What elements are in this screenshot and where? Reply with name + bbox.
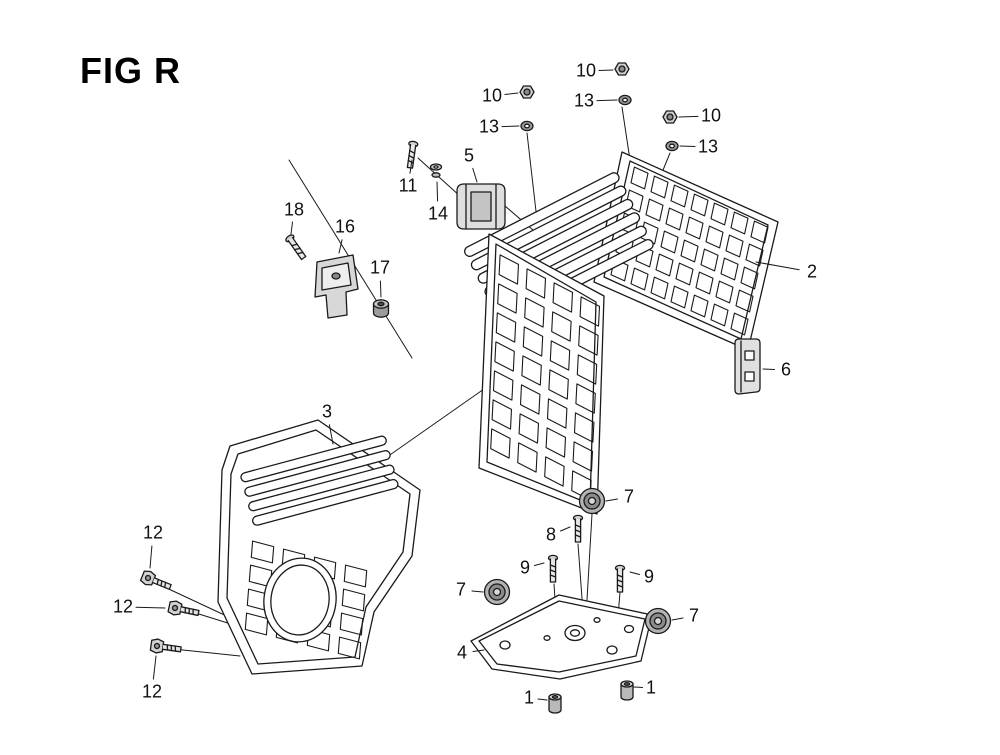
part-callout-13: 13 (573, 90, 595, 111)
part-callout-7: 7 (623, 486, 635, 507)
part-callout-5: 5 (463, 145, 475, 166)
part-callout-7: 7 (455, 579, 467, 600)
part-callout-11: 11 (398, 175, 418, 196)
part-grommet-17 (372, 299, 390, 318)
part-callout-3: 3 (321, 401, 333, 422)
part-bracket-6 (734, 338, 761, 395)
part-callout-16: 16 (334, 216, 356, 237)
part-callout-10: 10 (700, 105, 722, 126)
part-callout-1: 1 (523, 687, 535, 708)
part-callout-12: 12 (141, 681, 163, 702)
part-callout-18: 18 (283, 199, 305, 220)
part-callout-1: 1 (645, 677, 657, 698)
part-callout-6: 6 (780, 359, 792, 380)
part-callout-9: 9 (519, 557, 531, 578)
part-callout-13: 13 (697, 136, 719, 157)
part-callout-14: 14 (427, 203, 449, 224)
part-grid-plate-center (478, 233, 605, 515)
part-bracket-16 (314, 254, 359, 319)
figure-title: FIG R (80, 50, 181, 91)
part-washer-14 (429, 163, 443, 178)
part-callout-17: 17 (369, 257, 391, 278)
part-clamp-5 (456, 183, 506, 230)
part-mount-plate-4 (470, 594, 653, 680)
part-callout-8: 8 (545, 524, 557, 545)
part-grid-cover-3 (217, 419, 421, 675)
part-callout-9: 9 (643, 566, 655, 587)
part-callout-10: 10 (481, 85, 503, 106)
part-callout-10: 10 (575, 60, 597, 81)
part-callout-2: 2 (806, 261, 818, 282)
part-callout-12: 12 (112, 596, 134, 617)
part-callout-4: 4 (456, 642, 468, 663)
part-callout-7: 7 (688, 605, 700, 626)
part-callout-13: 13 (478, 116, 500, 137)
callout-leader-lines (135, 69, 800, 701)
part-callout-12: 12 (142, 522, 164, 543)
